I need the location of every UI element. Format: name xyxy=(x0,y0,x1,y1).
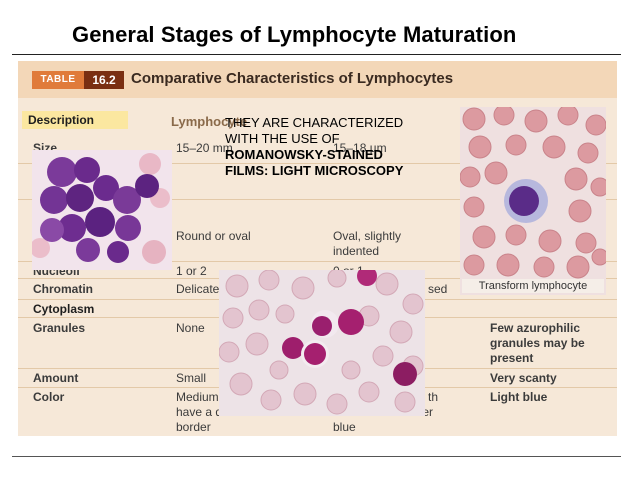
cell-nucleoli-lymphocyte: 1 or 2 xyxy=(176,264,207,278)
cell-size-lymphocyte: 15–20 mm xyxy=(176,141,233,155)
cell-chromatin-lymphocyte: Delicate xyxy=(176,282,220,296)
table-title: Comparative Characteristics of Lymphocyt… xyxy=(131,70,454,87)
cell-shape-transform-2: indented xyxy=(333,244,380,258)
cell-amount-col4: Very scanty xyxy=(490,371,557,385)
row-label-chromatin: Chromatin xyxy=(33,282,93,296)
section-cytoplasm: Cytoplasm xyxy=(33,302,95,316)
footer-divider xyxy=(12,456,621,457)
cell-granules-col4-3: present xyxy=(490,351,534,365)
cell-granules-col4-1: Few azurophilic xyxy=(490,321,581,335)
row-divider xyxy=(18,163,617,164)
overlay-note: THEY ARE CHARACTERIZED WITH THE USE OF R… xyxy=(225,115,403,179)
micrograph-transform-lymphocyte: Transform lymphocyte xyxy=(460,107,606,295)
micrograph-blood-smear xyxy=(219,270,425,416)
cell-shape-transform-1: Oval, slightly xyxy=(333,229,402,243)
header-description: Description xyxy=(22,111,128,129)
row-label-amount: Amount xyxy=(33,371,79,385)
cell-color-lymphocyte-3: border xyxy=(176,420,211,434)
table-number: 16.2 xyxy=(84,71,124,89)
slide-title: General Stages of Lymphocyte Maturation xyxy=(72,22,517,47)
overlay-line-4: FILMS: LIGHT MICROSCOPY xyxy=(225,163,404,178)
cell-color-lymphocyte-1: Medium xyxy=(176,390,219,404)
micrograph-smear-image xyxy=(219,270,425,416)
cell-shape-lymphocyte: Round or oval xyxy=(176,229,251,243)
cell-granules-col4-2: granules may be xyxy=(490,336,585,350)
cell-color-col4: Light blue xyxy=(490,390,548,404)
cell-amount-lymphocyte: Small xyxy=(176,371,207,385)
micrograph-cluster-image xyxy=(32,150,172,270)
micrograph-lymphocyte-cluster xyxy=(32,150,172,270)
micrograph-transform-image xyxy=(460,107,606,295)
overlay-line-1: THEY ARE CHARACTERIZED xyxy=(225,115,404,130)
title-divider xyxy=(12,54,621,55)
overlay-line-3: ROMANOWSKY-STAINED xyxy=(225,147,383,162)
row-divider xyxy=(18,261,617,262)
column-header-row: Description Lymphocyte xyxy=(18,109,617,131)
cell-color-transform-3: blue xyxy=(333,420,356,434)
cell-chromatin-transform: sed xyxy=(428,282,448,296)
table-tag: TABLE xyxy=(32,71,84,89)
row-label-color: Color xyxy=(33,390,65,404)
cell-color-transform-1: th xyxy=(428,390,439,404)
row-divider xyxy=(18,199,617,200)
cell-size-transform: 15–18 µm xyxy=(333,141,387,155)
cell-granules-lymphocyte: None xyxy=(176,321,205,335)
row-label-granules: Granules xyxy=(33,321,86,335)
table-header-band: TABLE 16.2 Comparative Characteristics o… xyxy=(18,61,617,98)
micrograph-caption: Transform lymphocyte xyxy=(462,279,604,293)
header-lymphocyte: Lymphocyte xyxy=(171,114,248,129)
overlay-line-2: WITH THE USE OF xyxy=(225,131,340,146)
